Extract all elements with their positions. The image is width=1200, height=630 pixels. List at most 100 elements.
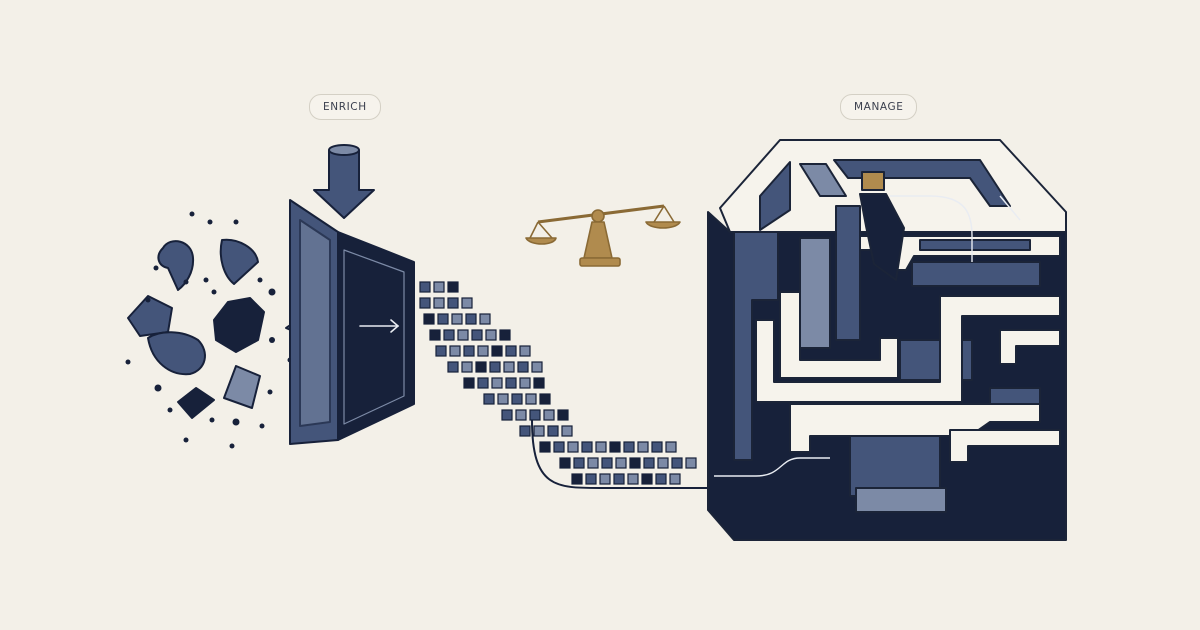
dot <box>183 437 189 443</box>
data-pixel <box>543 409 555 421</box>
maze-wall <box>911 261 1041 287</box>
data-pixel <box>525 393 537 405</box>
data-pixel <box>471 329 483 341</box>
flow-connector-line <box>531 419 710 489</box>
fragment-shape <box>157 240 195 291</box>
maze-wall <box>835 205 861 341</box>
data-pixel <box>447 281 459 293</box>
data-pixel <box>505 377 517 389</box>
maze-cube-icon <box>707 139 1067 541</box>
gold-block <box>861 171 885 191</box>
maze-path <box>999 329 1061 365</box>
data-pixel <box>665 441 677 453</box>
data-pixel <box>615 457 627 469</box>
dot <box>167 407 173 413</box>
stage-label-enrich: ENRICH <box>309 94 381 120</box>
data-pixel <box>519 345 531 357</box>
maze-path <box>949 429 1061 463</box>
dot <box>229 443 235 449</box>
dot <box>153 265 159 271</box>
data-pixel <box>655 473 667 485</box>
data-pixel <box>475 361 487 373</box>
dot <box>232 418 240 426</box>
data-pixel <box>461 361 473 373</box>
stage-label-manage: MANAGE <box>840 94 918 120</box>
data-pixel <box>485 329 497 341</box>
data-pixel <box>529 409 541 421</box>
data-pixel <box>443 329 455 341</box>
data-pixel <box>477 345 489 357</box>
data-pixel <box>641 473 653 485</box>
data-pixel-stream <box>419 281 697 485</box>
data-pixel <box>515 409 527 421</box>
balance-scale-icon <box>525 204 681 267</box>
dot <box>154 384 162 392</box>
data-pixel <box>517 361 529 373</box>
maze-wall <box>855 487 947 513</box>
data-pixel <box>465 313 477 325</box>
data-pixel <box>451 313 463 325</box>
fragment-shape <box>223 365 261 409</box>
data-pixel <box>447 361 459 373</box>
fragment-shape <box>213 297 265 353</box>
data-pixel <box>685 457 697 469</box>
data-pixel <box>499 329 511 341</box>
fragment-shape <box>127 295 173 337</box>
dot <box>269 337 275 343</box>
data-pixel <box>557 409 569 421</box>
data-pixel <box>511 393 523 405</box>
data-pixel <box>483 393 495 405</box>
dot <box>145 297 151 303</box>
maze-path <box>755 295 1061 403</box>
data-pixel <box>489 361 501 373</box>
data-pixel <box>437 313 449 325</box>
data-pixel <box>497 393 509 405</box>
data-pixel <box>461 297 473 309</box>
maze-path <box>919 239 1031 251</box>
data-pixel <box>567 441 579 453</box>
data-pixel <box>477 377 489 389</box>
data-pixel <box>581 441 593 453</box>
data-pixel <box>533 377 545 389</box>
data-pixel <box>519 425 531 437</box>
data-pixel <box>501 409 513 421</box>
data-pixel <box>429 329 441 341</box>
data-pixel <box>609 441 621 453</box>
maze-wall <box>799 163 847 197</box>
data-pixel <box>571 473 583 485</box>
data-pixel <box>627 473 639 485</box>
fragment-shape <box>219 238 259 285</box>
data-pixel <box>643 457 655 469</box>
data-pixel <box>449 345 461 357</box>
maze-trace-lines <box>714 195 1021 477</box>
maze-wall <box>799 237 831 349</box>
dot <box>211 289 217 295</box>
data-pixel <box>433 297 445 309</box>
data-pixel <box>491 345 503 357</box>
data-pixel <box>559 457 571 469</box>
data-pixel <box>601 457 613 469</box>
data-pixel <box>491 377 503 389</box>
data-pixel <box>573 457 585 469</box>
dot <box>233 219 239 225</box>
dot <box>183 279 189 285</box>
dot <box>209 417 215 423</box>
dot <box>189 211 195 217</box>
data-pixel <box>435 345 447 357</box>
data-pixel <box>669 473 681 485</box>
dot <box>125 359 131 365</box>
data-pixel <box>553 441 565 453</box>
data-pixel <box>519 377 531 389</box>
data-pixel <box>539 441 551 453</box>
data-pixel <box>623 441 635 453</box>
data-pixel <box>547 425 559 437</box>
data-pixel <box>419 281 431 293</box>
data-pixel <box>457 329 469 341</box>
data-pixel <box>423 313 435 325</box>
down-arrow-icon <box>313 144 375 219</box>
data-pixel <box>587 457 599 469</box>
data-pixel <box>651 441 663 453</box>
data-pixel <box>539 393 551 405</box>
